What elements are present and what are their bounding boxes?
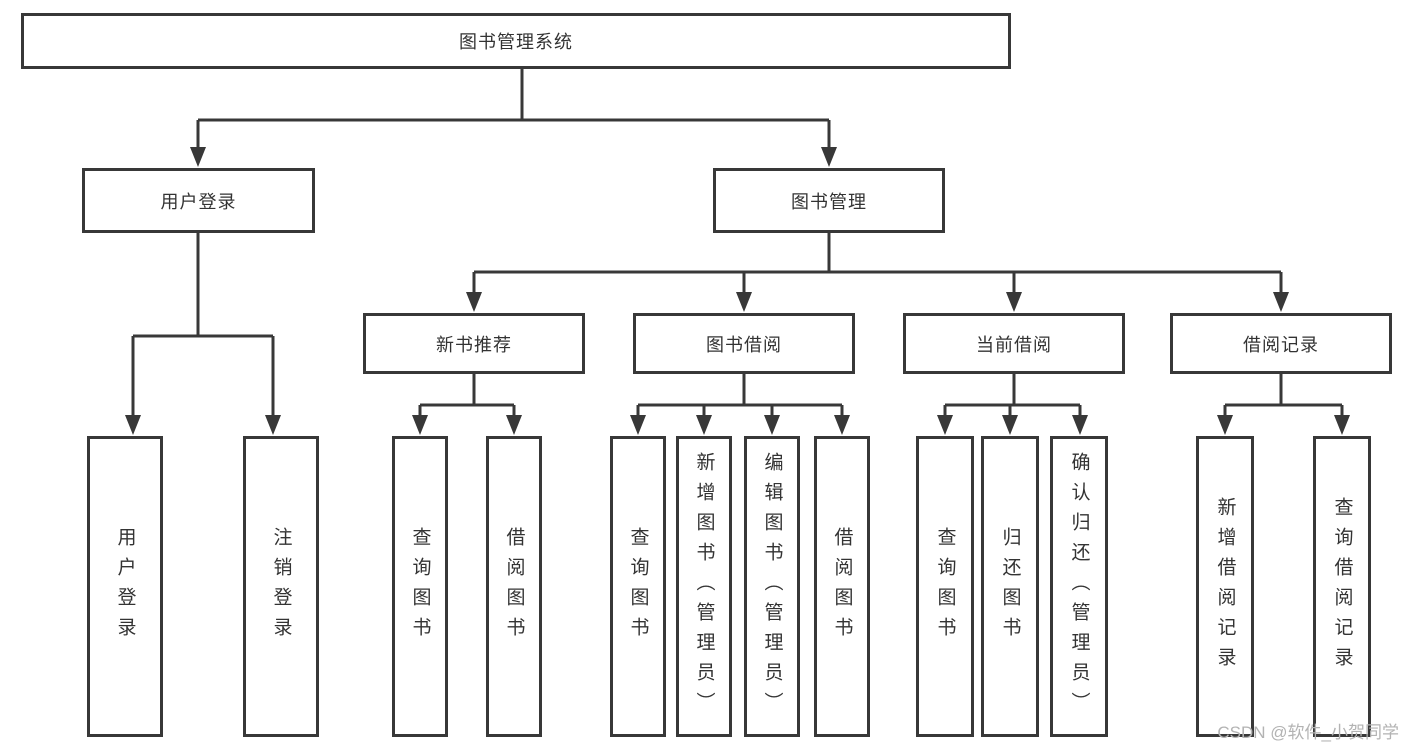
leaf-add-borrow-record-label: 新增借阅记录: [1214, 496, 1236, 677]
leaf-confirm-return-admin-label: 确认归还（管理员）: [1068, 451, 1090, 722]
leaf-user-login: 用户登录: [87, 436, 163, 737]
leaf-return-books: 归还图书: [981, 436, 1039, 737]
leaf-borrow-books: 借阅图书: [814, 436, 870, 737]
node-book-management: 图书管理: [713, 168, 945, 233]
leaf-query-books-borrow: 查询图书: [610, 436, 666, 737]
leaf-edit-book-admin: 编辑图书（管理员）: [744, 436, 800, 737]
node-current-borrow-label: 当前借阅: [976, 334, 1052, 355]
leaf-logout-label: 注销登录: [270, 526, 292, 647]
leaf-query-books-recommend-label: 查询图书: [409, 526, 431, 647]
leaf-add-book-admin-label: 新增图书（管理员）: [693, 451, 715, 722]
leaf-user-login-label: 用户登录: [114, 526, 136, 647]
leaf-edit-book-admin-label: 编辑图书（管理员）: [761, 451, 783, 722]
node-new-book-recommend-label: 新书推荐: [436, 334, 512, 355]
leaf-add-borrow-record: 新增借阅记录: [1196, 436, 1254, 737]
leaf-borrow-books-label: 借阅图书: [831, 526, 853, 647]
node-library-system: 图书管理系统: [21, 13, 1011, 69]
node-borrow-records-label: 借阅记录: [1243, 334, 1319, 355]
leaf-borrow-books-recommend-label: 借阅图书: [503, 526, 525, 647]
node-current-borrow: 当前借阅: [903, 313, 1125, 374]
node-library-system-label: 图书管理系统: [459, 32, 573, 52]
leaf-query-borrow-record: 查询借阅记录: [1313, 436, 1371, 737]
leaf-return-books-label: 归还图书: [999, 526, 1021, 647]
node-book-borrow: 图书借阅: [633, 313, 855, 374]
leaf-confirm-return-admin: 确认归还（管理员）: [1050, 436, 1108, 737]
node-book-borrow-label: 图书借阅: [706, 334, 782, 355]
leaf-borrow-books-recommend: 借阅图书: [486, 436, 542, 737]
leaf-query-books-current-label: 查询图书: [934, 526, 956, 647]
node-book-management-label: 图书管理: [791, 191, 867, 212]
node-user-login-label: 用户登录: [160, 191, 237, 212]
leaf-query-borrow-record-label: 查询借阅记录: [1331, 496, 1353, 677]
leaf-query-books-recommend: 查询图书: [392, 436, 448, 737]
leaf-logout: 注销登录: [243, 436, 319, 737]
csdn-watermark: CSDN @软件_小贺同学: [1217, 723, 1399, 742]
leaf-query-books-current: 查询图书: [916, 436, 974, 737]
node-new-book-recommend: 新书推荐: [363, 313, 585, 374]
leaf-add-book-admin: 新增图书（管理员）: [676, 436, 732, 737]
leaf-query-books-borrow-label: 查询图书: [627, 526, 649, 647]
node-user-login: 用户登录: [82, 168, 315, 233]
node-borrow-records: 借阅记录: [1170, 313, 1392, 374]
